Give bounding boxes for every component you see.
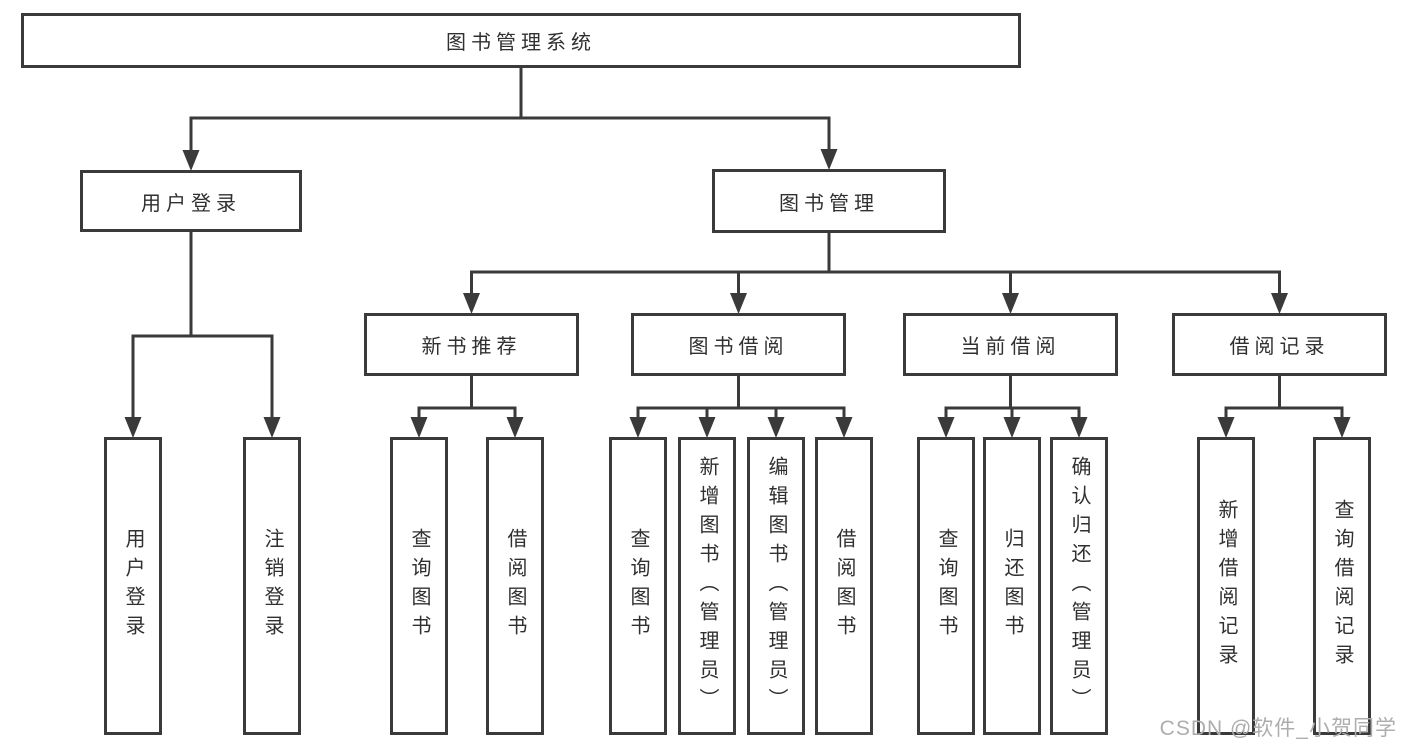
node-new-book-recommend: 新书推荐 — [364, 313, 579, 376]
arrow-head — [767, 417, 785, 438]
arrow-head — [263, 417, 281, 438]
arrow-head — [1070, 417, 1088, 438]
arrow-head — [835, 417, 853, 438]
arrow-head — [1333, 417, 1351, 438]
csdn-watermark: CSDN @软件_小贺同学 — [1159, 717, 1397, 740]
arrow-head — [124, 417, 142, 438]
leaf-add-borrow-record: 新增借阅记录 — [1197, 437, 1255, 735]
connector-userlogin-rail — [131, 334, 274, 418]
connector-newbook-rail — [417, 406, 517, 419]
arrow-head — [937, 417, 955, 438]
arrow-head — [1271, 293, 1288, 314]
connector-borrow-rail — [636, 406, 846, 419]
leaf-edit-books-admin: 编辑图书（管理员） — [747, 437, 805, 735]
connector-level1-rail — [189, 116, 831, 151]
leaf-user-login: 用户登录 — [104, 437, 162, 735]
arrow-head — [1003, 417, 1021, 438]
node-book-management: 图书管理 — [712, 169, 946, 233]
arrow-head — [1217, 417, 1235, 438]
arrow-head — [698, 417, 716, 438]
node-book-borrowing: 图书借阅 — [631, 313, 846, 376]
arrow-head — [730, 293, 747, 314]
node-borrow-records: 借阅记录 — [1172, 313, 1387, 376]
leaf-borrow-books-recommend: 借阅图书 — [486, 437, 544, 735]
leaf-query-books-recommend: 查询图书 — [390, 437, 448, 735]
leaf-borrow-books: 借阅图书 — [815, 437, 873, 735]
arrow-head — [463, 293, 480, 314]
leaf-query-borrow-record: 查询借阅记录 — [1313, 437, 1371, 735]
leaf-add-books-admin: 新增图书（管理员） — [678, 437, 736, 735]
leaf-query-books-current: 查询图书 — [917, 437, 975, 735]
node-current-borrowing: 当前借阅 — [903, 313, 1118, 376]
leaf-confirm-return-admin: 确认归还（管理员） — [1050, 437, 1108, 735]
arrow-head — [1002, 293, 1019, 314]
arrow-head — [410, 417, 428, 438]
arrow-head — [820, 149, 838, 170]
leaf-query-books-borrowing: 查询图书 — [609, 437, 667, 735]
leaf-logout: 注销登录 — [243, 437, 301, 735]
connector-level2-rail — [470, 270, 1281, 294]
connector-records-rail — [1224, 406, 1344, 419]
node-user-login: 用户登录 — [80, 170, 302, 232]
arrow-head — [506, 417, 524, 438]
arrow-head — [182, 150, 200, 171]
node-system-root: 图书管理系统 — [21, 13, 1021, 68]
leaf-return-books: 归还图书 — [983, 437, 1041, 735]
arrow-head — [629, 417, 647, 438]
